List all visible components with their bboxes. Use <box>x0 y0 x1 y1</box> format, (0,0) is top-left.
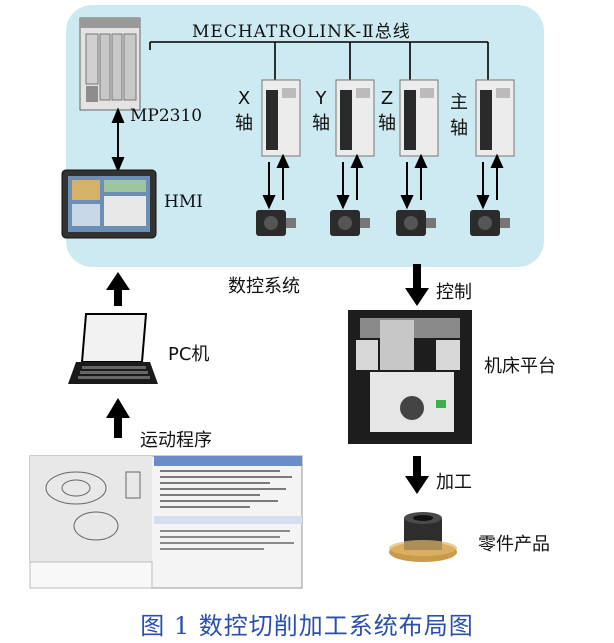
servo-drive-spindle <box>475 79 515 157</box>
axis-spindle-char: 轴 <box>450 118 468 139</box>
servo-drive-z <box>399 79 439 157</box>
pc-laptop <box>68 313 158 384</box>
controller-label: MP2310 <box>130 106 203 126</box>
servo-drives <box>261 79 515 157</box>
pc-label: PC机 <box>168 344 210 365</box>
axis-z-letter: Z <box>380 88 394 109</box>
axis-label-x: X 轴 <box>232 88 256 135</box>
axis-y-char: 轴 <box>312 113 330 134</box>
servo-drive-x <box>261 79 301 157</box>
hmi-screen <box>61 169 157 239</box>
machine-label: 机床平台 <box>484 356 556 377</box>
axis-x-char: 轴 <box>235 113 253 134</box>
servo-drive-y <box>335 79 375 157</box>
axis-label-z: Z 轴 <box>375 88 399 135</box>
servo-motor-z <box>396 210 436 236</box>
machine-platform <box>348 310 472 444</box>
axis-label-y: Y 轴 <box>309 88 333 135</box>
servo-motors <box>256 210 510 236</box>
servo-motor-y <box>330 210 370 236</box>
motion-program-screenshot <box>29 455 303 589</box>
axis-spindle-letter: 主 <box>450 92 468 113</box>
flow-arrows <box>106 264 429 494</box>
motion-program-label: 运动程序 <box>140 430 212 451</box>
bus-label: MECHATROLINK-Ⅱ总线 <box>192 22 411 42</box>
axis-z-char: 轴 <box>378 113 396 134</box>
bus-line <box>149 41 489 82</box>
controller-hmi-link <box>111 107 125 173</box>
axis-x-letter: X <box>237 88 251 109</box>
process-label: 加工 <box>436 472 472 493</box>
servo-motor-spindle <box>470 210 510 236</box>
mp2310-controller <box>79 17 141 111</box>
hmi-label: HMI <box>164 192 203 212</box>
servo-motor-x <box>256 210 296 236</box>
axis-label-spindle: 主 轴 <box>447 88 471 140</box>
control-label: 控制 <box>436 282 472 303</box>
product-part <box>389 512 457 562</box>
drive-motor-links <box>262 153 504 210</box>
cnc-system-panel <box>66 5 544 267</box>
cnc-system-label: 数控系统 <box>228 276 300 297</box>
product-label: 零件产品 <box>478 534 550 555</box>
figure-caption: 图 1 数控切削加工系统布局图 <box>140 612 474 640</box>
axis-y-letter: Y <box>315 88 327 109</box>
